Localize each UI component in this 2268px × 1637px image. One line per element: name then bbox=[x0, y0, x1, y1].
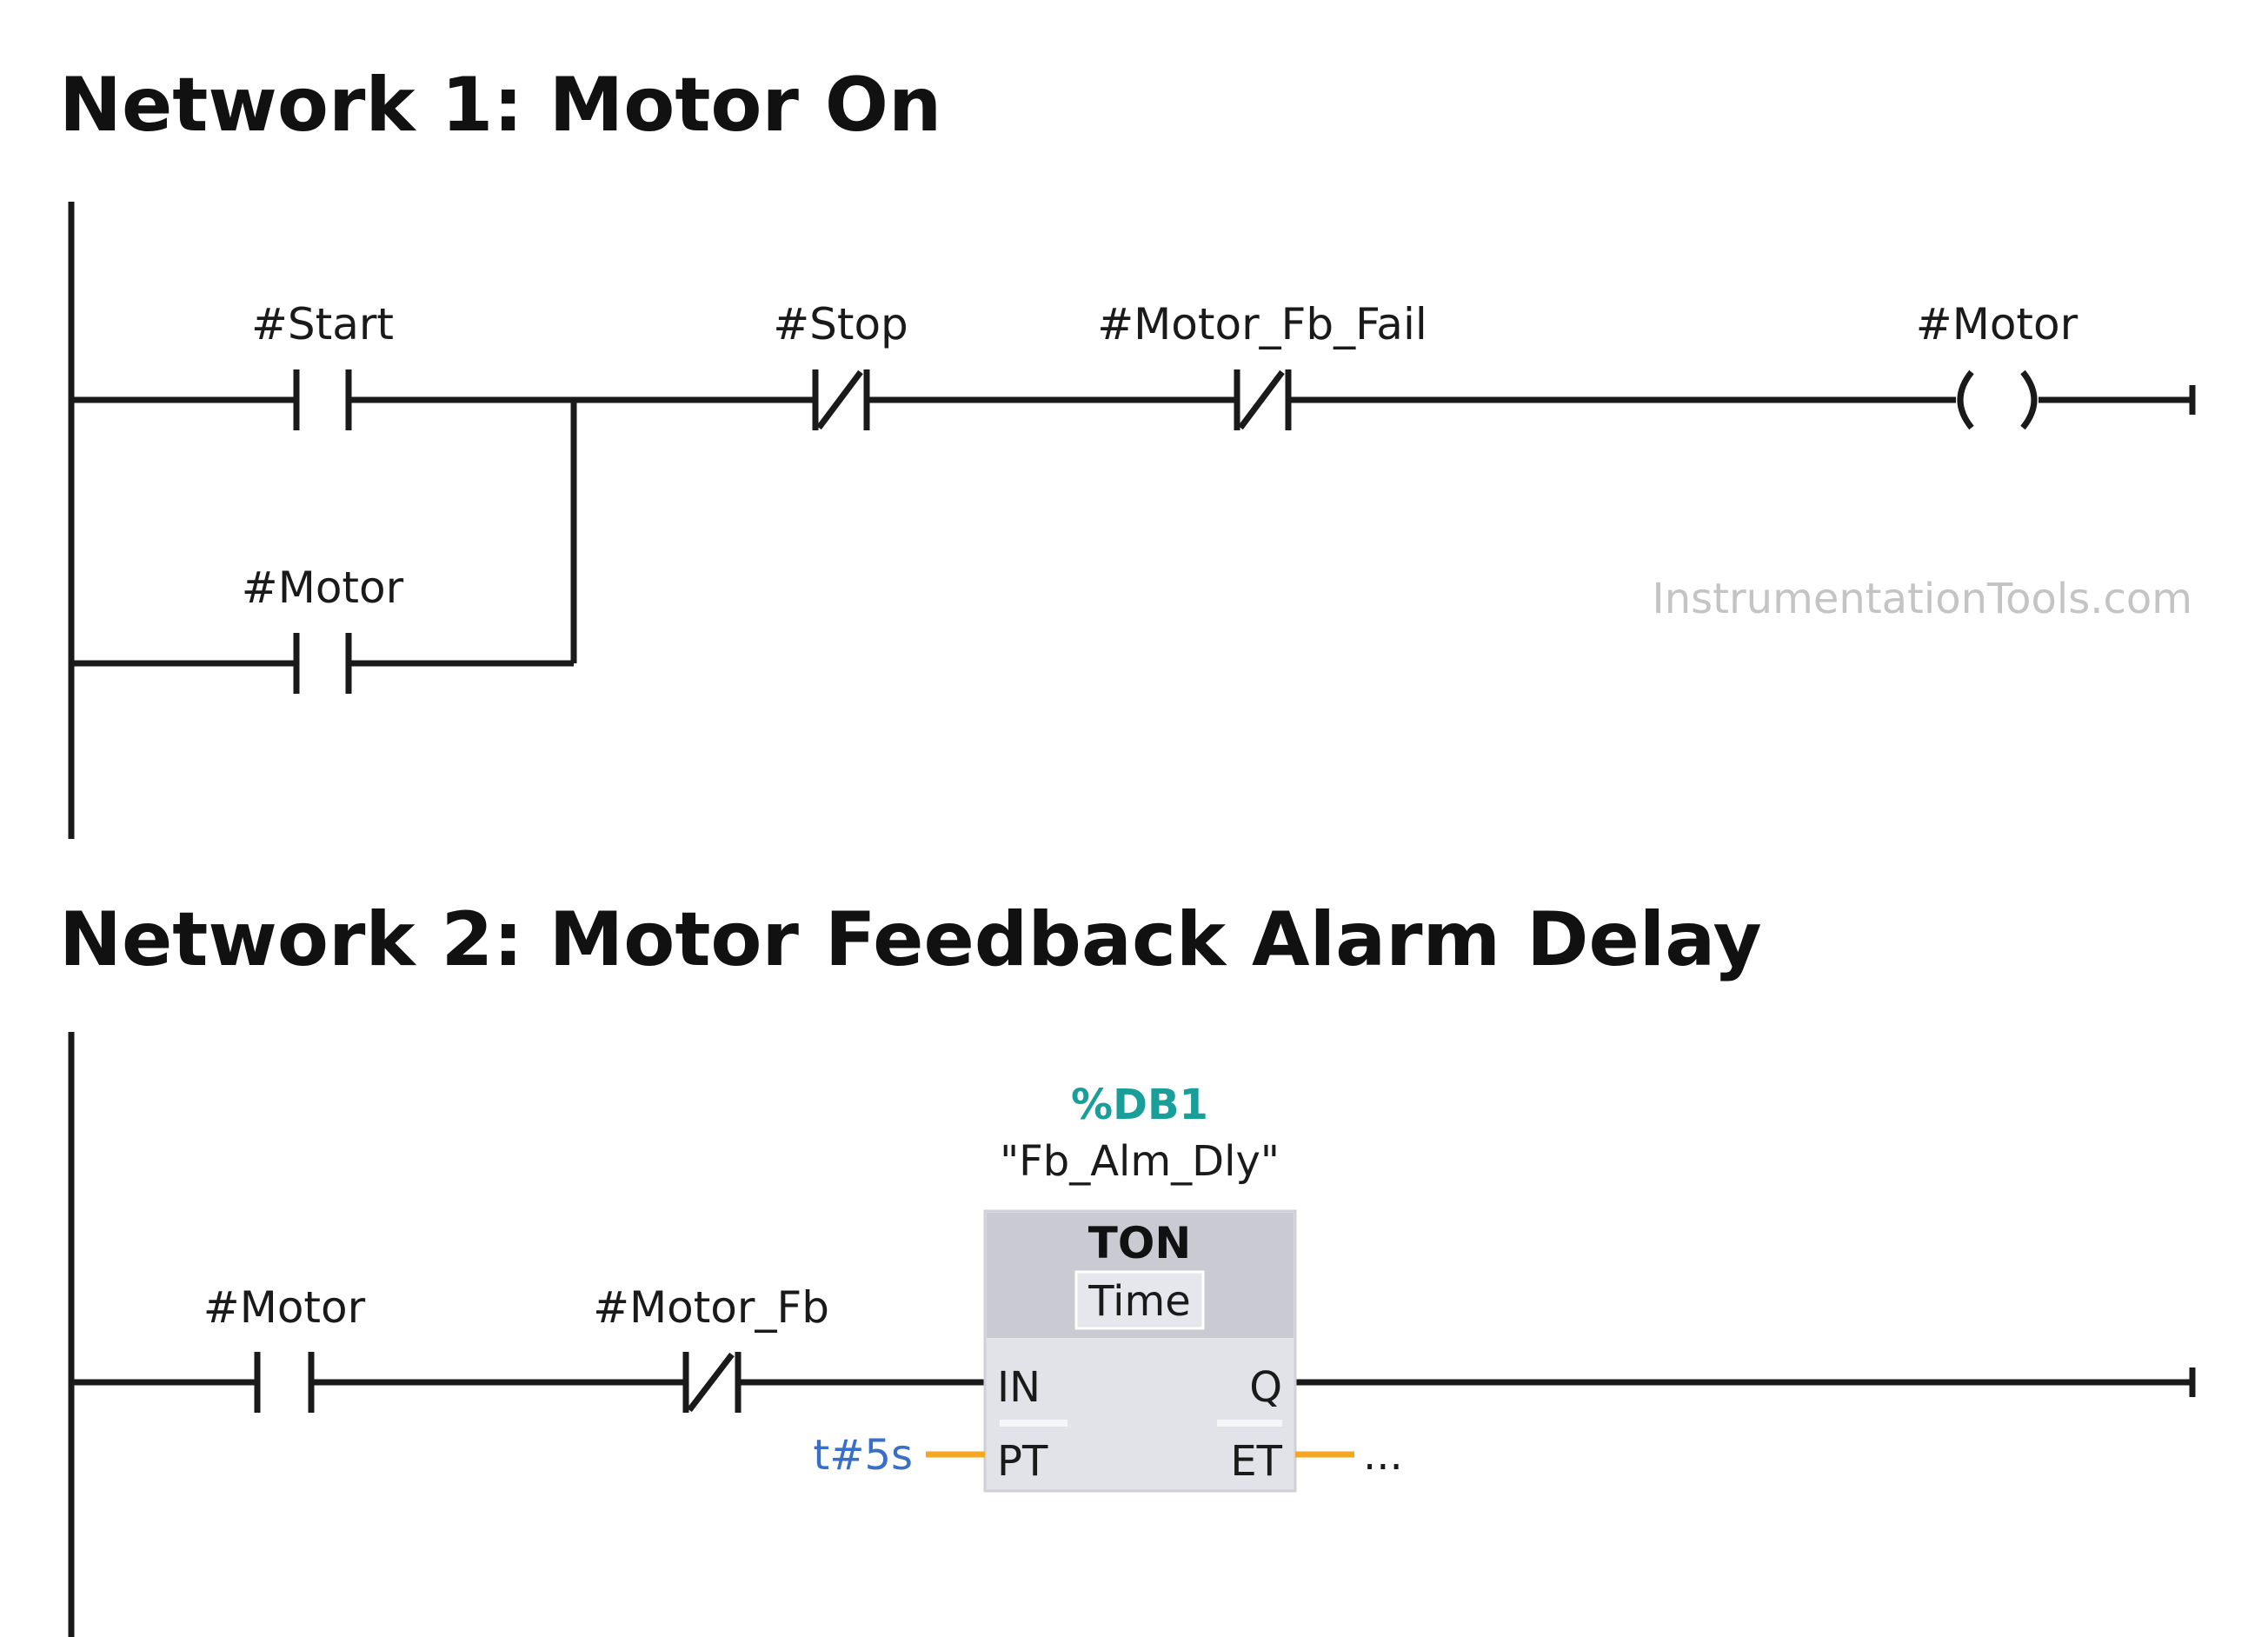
contact-motor-seal-in[interactable] bbox=[293, 633, 352, 694]
block-subtype: Time bbox=[1087, 1277, 1190, 1326]
block-instance-name: "Fb_Alm_Dly" bbox=[1000, 1137, 1280, 1186]
contact-start[interactable] bbox=[293, 369, 352, 430]
block-type: TON bbox=[1088, 1218, 1191, 1268]
contact-start-label: #Start bbox=[251, 299, 394, 349]
contact-motor-fb[interactable] bbox=[682, 1352, 742, 1413]
contact-stop[interactable] bbox=[812, 369, 870, 430]
pin-in: IN bbox=[997, 1363, 1041, 1412]
contact-motor-seal-in-label: #Motor bbox=[242, 562, 404, 613]
network-2 bbox=[68, 1032, 2196, 1637]
block-db-address: %DB1 bbox=[1071, 1081, 1208, 1129]
network-2-title: Network 2: Motor Feedback Alarm Delay bbox=[59, 896, 1762, 983]
pin-et: ET bbox=[1230, 1437, 1282, 1486]
pt-value[interactable]: t#5s bbox=[813, 1431, 913, 1480]
coil-motor-label: #Motor bbox=[1916, 299, 2078, 349]
network-1-title: Network 1: Motor On bbox=[59, 62, 941, 149]
pin-q: Q bbox=[1249, 1363, 1282, 1412]
network-1 bbox=[68, 202, 2196, 839]
contact-motor-fb-fail[interactable] bbox=[1234, 369, 1292, 430]
contact-motor[interactable] bbox=[254, 1352, 315, 1413]
contact-motor-label: #Motor bbox=[203, 1282, 366, 1333]
block-subtype-box[interactable] bbox=[1074, 1270, 1205, 1330]
contact-motor-fb-fail-label: #Motor_Fb_Fail bbox=[1097, 299, 1427, 349]
et-value[interactable]: ... bbox=[1363, 1431, 1403, 1480]
contact-stop-label: #Stop bbox=[773, 299, 908, 349]
pin-pt: PT bbox=[997, 1437, 1048, 1486]
ton-timer-block[interactable]: %DB1 "Fb_Alm_Dly" TON Time IN PT Q ET bbox=[983, 1081, 1297, 1493]
coil-motor[interactable] bbox=[1957, 369, 2038, 430]
contact-motor-fb-label: #Motor_Fb bbox=[593, 1282, 829, 1333]
watermark: InstrumentationTools.com bbox=[1653, 575, 2192, 623]
